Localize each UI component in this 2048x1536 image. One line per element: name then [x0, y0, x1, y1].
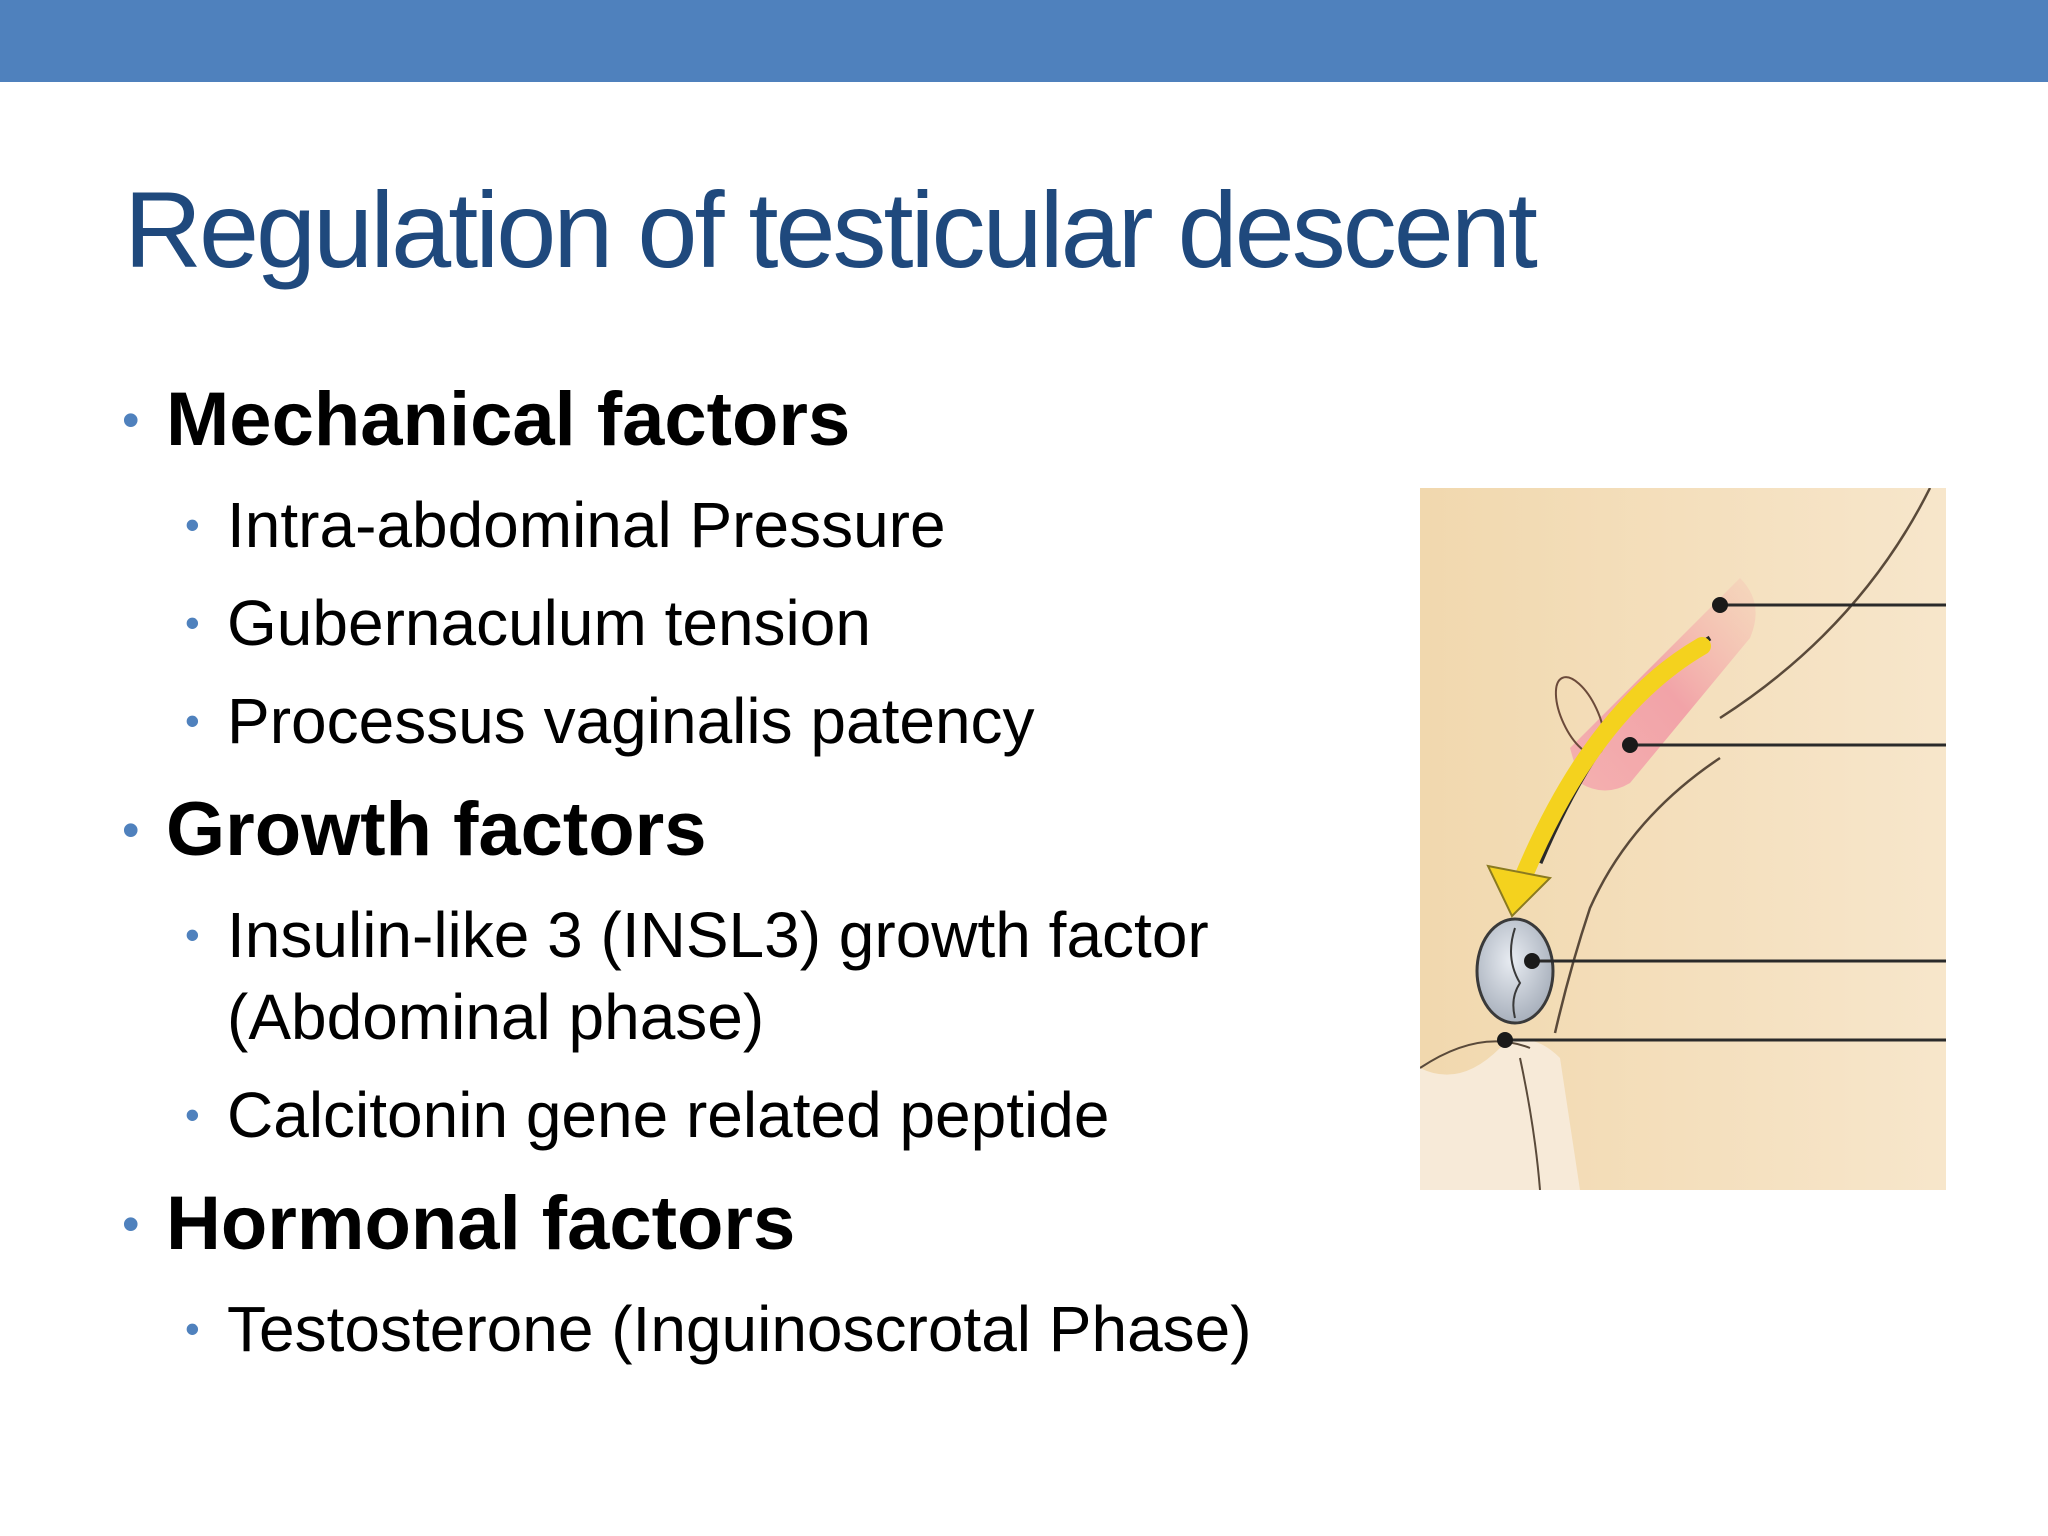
bullet-item: • Insulin-like 3 (INSL3) growth factor	[185, 894, 1209, 976]
bullet-heading-growth: • Growth factors	[122, 786, 707, 874]
bullet-item: • Gubernaculum tension	[185, 582, 871, 664]
bullet-item: • Intra-abdominal Pressure	[185, 484, 946, 566]
bullet-heading-text: Mechanical factors	[166, 377, 851, 462]
bullet-marker: •	[185, 599, 200, 646]
bullet-item: • Testosterone (Inguinoscrotal Phase)	[185, 1288, 1252, 1370]
bullet-marker: •	[185, 1305, 200, 1352]
body-wall-line	[1553, 756, 1721, 1034]
lower-fold	[1420, 1040, 1580, 1190]
anatomy-diagram	[1420, 488, 1946, 1190]
label-pointer	[1712, 597, 1728, 613]
bullet-item-text: (Abdominal phase)	[227, 981, 765, 1053]
bullet-item: • Processus vaginalis patency	[185, 680, 1035, 762]
bullet-marker: •	[185, 697, 200, 744]
abdominal-wall-line	[1719, 488, 1932, 720]
label-pointer	[1524, 953, 1540, 969]
bullet-item-text: Processus vaginalis patency	[227, 685, 1035, 757]
bullet-item-text: Testosterone (Inguinoscrotal Phase)	[227, 1293, 1252, 1365]
bullet-marker: •	[185, 1091, 200, 1138]
testicular-descent-illustration	[1420, 488, 1946, 1190]
bullet-item-text: Insulin-like 3 (INSL3) growth factor	[227, 899, 1209, 971]
bullet-heading-text: Growth factors	[166, 787, 707, 872]
bullet-item-text: Intra-abdominal Pressure	[227, 489, 946, 561]
bullet-heading-hormonal: • Hormonal factors	[122, 1180, 796, 1268]
header-bar	[0, 0, 2048, 82]
scrotal-fold-line	[1420, 1040, 1531, 1069]
bullet-marker: •	[185, 911, 200, 958]
label-pointer	[1622, 737, 1638, 753]
testis-detail	[1510, 927, 1522, 1019]
bullet-marker: •	[122, 802, 140, 858]
bullet-list: • Mechanical factors • Intra-abdominal P…	[122, 376, 1252, 1370]
bullet-heading-mechanical: • Mechanical factors	[122, 376, 851, 464]
slide-title: Regulation of testicular descent	[124, 169, 1538, 290]
bullet-heading-text: Hormonal factors	[166, 1181, 796, 1266]
label-pointer	[1497, 1032, 1513, 1048]
bullet-item-continuation: (Abdominal phase)	[227, 976, 764, 1058]
bullet-item-text: Calcitonin gene related peptide	[227, 1079, 1110, 1151]
bullet-item: • Calcitonin gene related peptide	[185, 1074, 1110, 1156]
descent-arrow-head	[1486, 864, 1553, 918]
bullet-marker: •	[122, 1196, 140, 1252]
descent-arrow-shaft	[1516, 637, 1711, 882]
bullet-item-text: Gubernaculum tension	[227, 587, 871, 659]
thigh-line	[1519, 1057, 1541, 1190]
bullet-marker: •	[185, 501, 200, 548]
bullet-marker: •	[122, 392, 140, 448]
